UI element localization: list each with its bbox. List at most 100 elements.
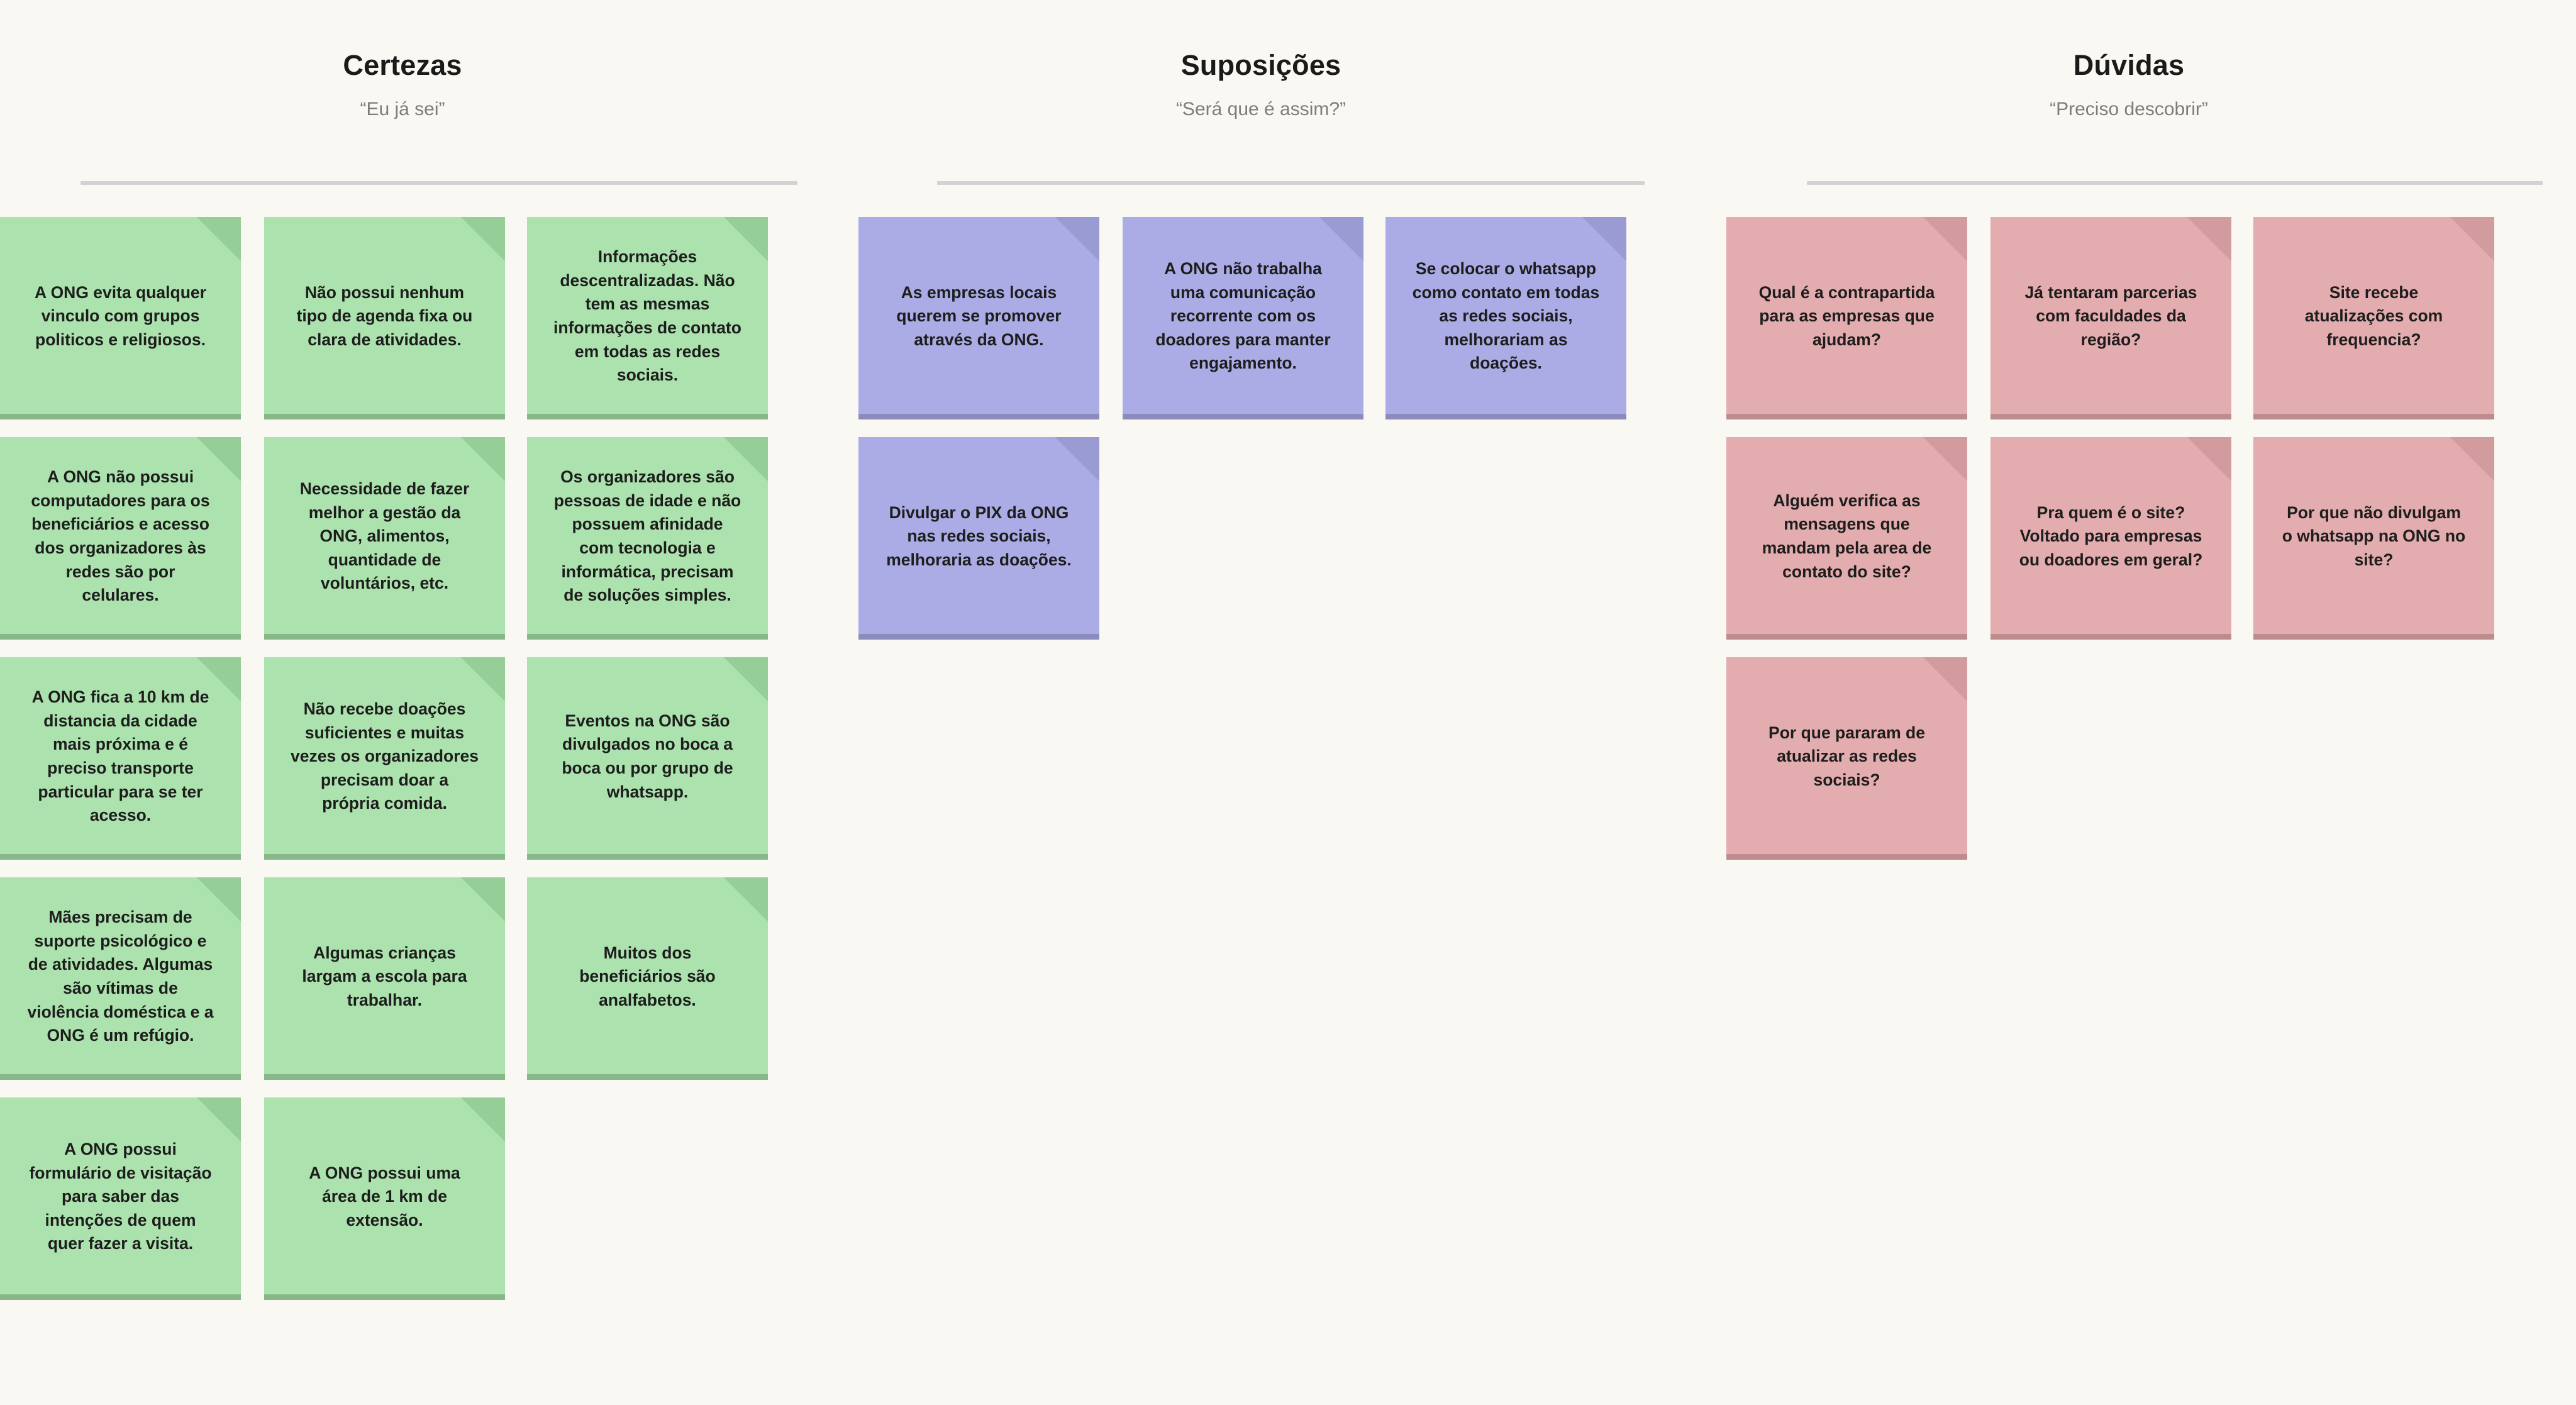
column-divider	[937, 181, 1645, 185]
sticky-note[interactable]: Qual é a contrapartida para as empresas …	[1726, 217, 1967, 419]
sticky-note[interactable]: Eventos na ONG são divulgados no boca a …	[527, 657, 768, 860]
sticky-note-text: A ONG fica a 10 km de distancia da cidad…	[31, 687, 209, 825]
sticky-note-shadow	[858, 634, 1099, 640]
sticky-note-body	[858, 437, 1099, 634]
sticky-note-body	[1123, 217, 1363, 414]
sticky-note[interactable]: Por que pararam de atualizar as redes so…	[1726, 657, 1967, 860]
sticky-note[interactable]: Mães precisam de suporte psicológico e d…	[0, 877, 241, 1080]
sticky-note-shadow	[264, 1294, 505, 1300]
sticky-note[interactable]: Divulgar o PIX da ONG nas redes sociais,…	[858, 437, 1099, 640]
sticky-note-shadow	[2253, 414, 2494, 419]
column-duvidas: Dúvidas “Preciso descobrir” Qual é a con…	[1726, 0, 2543, 1405]
sticky-note[interactable]: A ONG não possui computadores para os be…	[0, 437, 241, 640]
sticky-note-text: Por que pararam de atualizar as redes so…	[1768, 723, 1925, 789]
sticky-note[interactable]: Não recebe doações suficientes e muitas …	[264, 657, 505, 860]
sticky-note-shadow	[0, 1074, 241, 1080]
sticky-note[interactable]: A ONG evita qualquer vinculo com grupos …	[0, 217, 241, 419]
sticky-note-shadow	[264, 634, 505, 640]
sticky-note-body	[1726, 217, 1967, 414]
page-fold-corner-icon	[2450, 437, 2494, 481]
sticky-note-text: A ONG evita qualquer vinculo com grupos …	[35, 282, 206, 349]
page-fold-corner-icon	[2187, 217, 2231, 261]
column-header-duvidas: Dúvidas “Preciso descobrir”	[1726, 0, 2531, 121]
sticky-note-text: Os organizadores são pessoas de idade e …	[553, 467, 741, 605]
sticky-note[interactable]: Informações descentralizadas. Não tem as…	[527, 217, 768, 419]
page-fold-corner-icon	[724, 437, 768, 481]
page-fold-corner-icon	[197, 877, 241, 921]
column-title: Certezas	[343, 49, 462, 81]
sticky-note-shadow	[0, 414, 241, 419]
sticky-note[interactable]: Não possui nenhum tipo de agenda fixa ou…	[264, 217, 505, 419]
sticky-note-text: Muitos dos beneficiários são analfabetos…	[579, 943, 716, 1009]
sticky-note-body	[264, 877, 505, 1074]
sticky-note[interactable]: Site recebe atualizações com frequencia?	[2253, 217, 2494, 419]
column-divider	[80, 181, 797, 185]
page-fold-corner-icon	[1055, 217, 1099, 261]
sticky-note-shadow	[264, 854, 505, 860]
column-title: Suposições	[1180, 49, 1341, 81]
sticky-note-body	[264, 1097, 505, 1294]
sticky-note-shadow	[1726, 414, 1967, 419]
sticky-note-shadow	[1990, 414, 2231, 419]
sticky-note[interactable]: A ONG fica a 10 km de distancia da cidad…	[0, 657, 241, 860]
sticky-note-text: A ONG possui uma área de 1 km de extensã…	[309, 1163, 460, 1230]
sticky-note-text: Alguém verifica as mensagens que mandam …	[1762, 491, 1932, 581]
page-fold-corner-icon	[2187, 437, 2231, 481]
sticky-note-text: Pra quem é o site? Voltado para empresas…	[2019, 503, 2203, 569]
sticky-note-body	[0, 437, 241, 634]
sticky-note-text: As empresas locais querem se promover at…	[896, 282, 1062, 349]
column-subtitle: “Eu já sei”	[360, 98, 445, 119]
sticky-note-shadow	[1385, 414, 1626, 419]
sticky-note-body	[2253, 437, 2494, 634]
page-fold-corner-icon	[197, 217, 241, 261]
sticky-note-text: A ONG não possui computadores para os be…	[31, 467, 210, 605]
sticky-note-shadow	[1123, 414, 1363, 419]
sticky-note[interactable]: Alguém verifica as mensagens que mandam …	[1726, 437, 1967, 640]
sticky-note-shadow	[0, 854, 241, 860]
sticky-note-text: A ONG não trabalha uma comunicação recor…	[1155, 258, 1331, 373]
column-header-suposicoes: Suposições “Será que é assim?”	[858, 0, 1663, 121]
column-suposicoes: Suposições “Será que é assim?” As empres…	[858, 0, 1663, 1405]
sticky-note[interactable]: Pra quem é o site? Voltado para empresas…	[1990, 437, 2231, 640]
page-fold-corner-icon	[197, 437, 241, 481]
sticky-note-body	[0, 1097, 241, 1294]
sticky-note[interactable]: Já tentaram parcerias com faculdades da …	[1990, 217, 2231, 419]
sticky-note[interactable]: Por que não divulgam o whatsapp na ONG n…	[2253, 437, 2494, 640]
page-fold-corner-icon	[724, 217, 768, 261]
page-fold-corner-icon	[197, 1097, 241, 1141]
sticky-note-body	[1990, 217, 2231, 414]
page-fold-corner-icon	[1055, 437, 1099, 481]
sticky-note[interactable]: Necessidade de fazer melhor a gestão da …	[264, 437, 505, 640]
page-fold-corner-icon	[461, 1097, 505, 1141]
page-fold-corner-icon	[2450, 217, 2494, 261]
sticky-note-text: Informações descentralizadas. Não tem as…	[553, 247, 741, 385]
sticky-note-text: Qual é a contrapartida para as empresas …	[1758, 282, 1935, 349]
column-divider	[1807, 181, 2543, 185]
sticky-note-body	[527, 217, 768, 414]
sticky-note-body	[858, 217, 1099, 414]
sticky-note-shadow	[0, 1294, 241, 1300]
sticky-note[interactable]: A ONG não trabalha uma comunicação recor…	[1123, 217, 1363, 419]
sticky-note-text: Já tentaram parcerias com faculdades da …	[2024, 282, 2197, 349]
sticky-note[interactable]: A ONG possui uma área de 1 km de extensã…	[264, 1097, 505, 1300]
sticky-note-text: Não possui nenhum tipo de agenda fixa ou…	[296, 282, 473, 349]
sticky-note-body	[527, 437, 768, 634]
column-header-certezas: Certezas “Eu já sei”	[0, 0, 805, 121]
sticky-note[interactable]: As empresas locais querem se promover at…	[858, 217, 1099, 419]
sticky-note[interactable]: A ONG possui formulário de visitação par…	[0, 1097, 241, 1300]
page-fold-corner-icon	[724, 657, 768, 701]
sticky-note[interactable]: Os organizadores são pessoas de idade e …	[527, 437, 768, 640]
sticky-note-text: Divulgar o PIX da ONG nas redes sociais,…	[886, 503, 1072, 569]
column-title: Dúvidas	[2073, 49, 2185, 81]
sticky-note-text: A ONG possui formulário de visitação par…	[29, 1139, 212, 1253]
sticky-note-text: Eventos na ONG são divulgados no boca a …	[562, 711, 733, 801]
sticky-note[interactable]: Se colocar o whatsapp como contato em to…	[1385, 217, 1626, 419]
page-fold-corner-icon	[461, 657, 505, 701]
sticky-note-shadow	[264, 414, 505, 419]
sticky-note[interactable]: Muitos dos beneficiários são analfabetos…	[527, 877, 768, 1080]
sticky-note-body	[1385, 217, 1626, 414]
sticky-note-shadow	[1726, 854, 1967, 860]
sticky-note-text: Se colocar o whatsapp como contato em to…	[1412, 258, 1600, 373]
sticky-note[interactable]: Algumas crianças largam a escola para tr…	[264, 877, 505, 1080]
